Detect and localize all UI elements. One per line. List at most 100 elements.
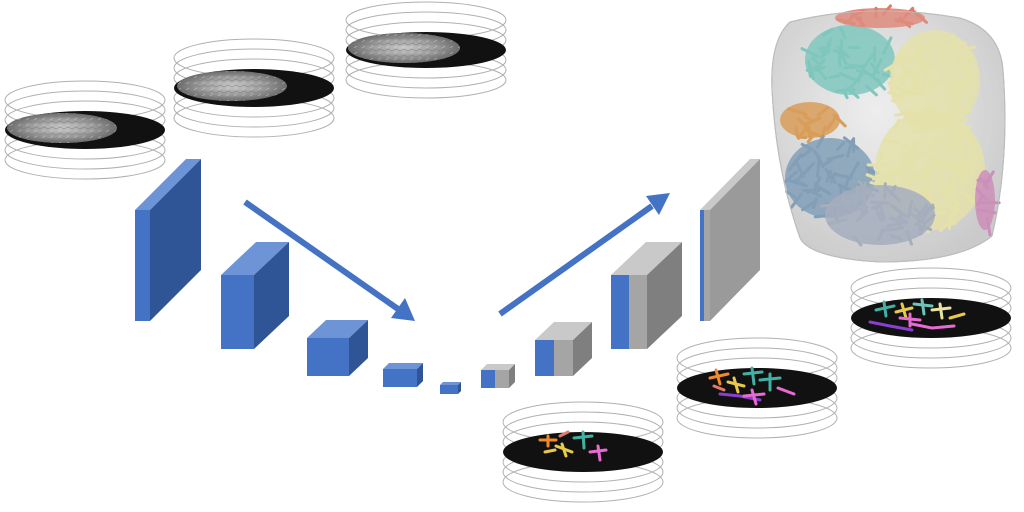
block-side [417,363,423,387]
segment-marks [868,298,966,332]
segment-texture-stroke [820,187,832,196]
segment-texture-stroke [826,153,845,161]
segment-texture-stroke [788,179,807,188]
segment-texture-stroke [833,49,849,57]
volume-segment-region [800,25,895,100]
segment-texture-stroke [963,65,970,77]
segment-texture-stroke [860,202,866,216]
segment-texture-stroke [904,113,916,134]
block-front-blue [481,370,495,388]
segment-texture-stroke [893,207,909,219]
segment-texture-stroke [838,72,858,82]
block-side [509,364,515,388]
segment-texture-stroke [939,218,954,232]
segment-texture-stroke [926,82,936,92]
segment-texture-stroke [895,55,912,63]
output-slice-2 [676,337,838,439]
segment-texture-stroke [945,189,960,207]
segment-texture-stroke [785,190,797,199]
segment-texture-stroke [796,117,811,131]
segment-texture-stroke [892,85,914,95]
block-top [481,364,515,370]
segment-texture-stroke [941,54,948,69]
segment-texture-stroke [961,161,973,169]
volume-segment-region [780,102,847,144]
segment-texture-stroke [960,167,964,181]
block-top [383,363,423,369]
block-side [458,382,461,394]
segment-texture-stroke [936,119,959,125]
segment-texture-stroke [983,170,995,187]
segment-texture-stroke [985,217,992,237]
block-side [710,159,760,321]
segment-texture-stroke [887,91,904,98]
segment-texture-stroke [882,138,901,145]
segment-texture-stroke [905,230,913,246]
segment-texture-stroke [832,172,853,180]
segment-texture-stroke [951,140,967,147]
segment-texture-stroke [794,125,799,138]
block-top [307,320,368,338]
decoder-block-3 [611,242,682,349]
segment-texture-stroke [800,148,812,159]
segment-texture-stroke [865,84,878,97]
segment-texture-stroke [897,215,909,224]
block-front [440,385,458,394]
segment-texture-stroke [805,66,821,72]
segment-texture-stroke [919,108,930,116]
segment-texture-stroke [877,150,884,165]
segment-texture-stroke [947,206,960,211]
segment-texture-stroke [816,106,830,117]
block-front-blue [535,340,554,376]
volume-segment-region [883,30,980,134]
segment-texture-stroke [912,207,926,218]
segment-texture-stroke [901,162,919,178]
segment-texture-stroke [939,45,950,54]
segment-texture-stroke [960,45,976,51]
segment-texture-stroke [796,135,808,140]
decoder-block-1 [481,364,515,388]
segment-texture-stroke [856,69,872,76]
segment-texture-stroke [931,137,952,150]
segment-texture-stroke [836,141,846,151]
segment-texture-stroke [828,74,840,80]
segment-texture-stroke [949,55,961,67]
segment-texture-stroke [923,213,936,225]
encoder-block-1 [135,159,201,321]
segment-texture-stroke [976,208,997,215]
block-front [135,210,150,321]
segment-texture-stroke [975,187,988,202]
block-front [307,338,349,376]
segment-texture-stroke [801,200,817,212]
block-side [647,242,682,349]
volume-segments [780,4,1001,247]
segment-texture-stroke [787,107,808,116]
segment-texture-stroke [870,73,887,91]
segment-texture-stroke [882,4,892,16]
block-front [221,275,254,349]
segment-texture-stroke [800,142,814,151]
segment-texture-stroke [790,192,803,209]
segment-texture-stroke [964,64,974,78]
block-top [611,242,682,275]
segment-texture-stroke [910,150,920,159]
segment-texture-stroke [859,184,869,195]
segment-texture-stroke [846,139,854,158]
segment-texture-stroke [894,18,914,26]
segment-texture-stroke [872,57,883,76]
segment-texture-stroke [919,143,936,158]
segment-texture-stroke [816,134,825,149]
segment-texture-stroke [848,64,861,68]
upsample-arrow-icon [498,193,670,317]
segment-texture-stroke [917,205,932,220]
block-front-blue [700,210,704,321]
segment-marks [708,366,796,406]
segment-texture-stroke [941,147,959,164]
output-slice-1 [502,401,664,503]
segment-texture-stroke [940,185,955,191]
segment-texture-stroke [816,155,821,178]
block-top [440,382,461,385]
segment-texture-stroke [953,160,965,169]
